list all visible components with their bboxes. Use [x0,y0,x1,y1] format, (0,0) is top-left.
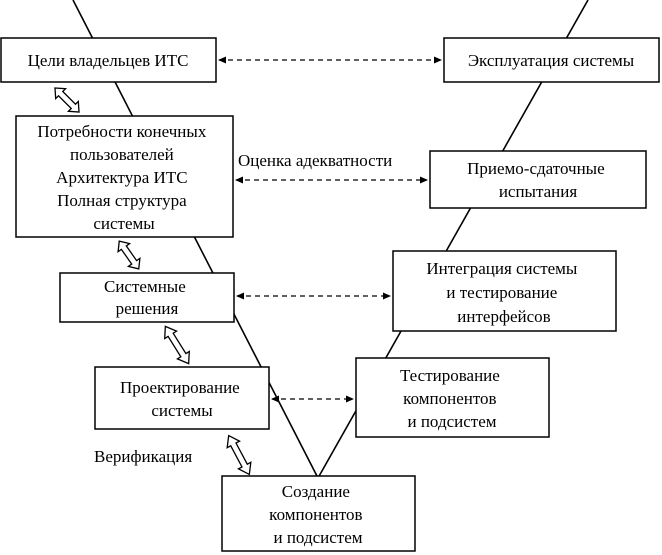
system-design-box [94,366,270,430]
design-creation-connector-arrow [226,434,252,476]
components-creation-box [221,475,416,552]
goals-text: Цели владельцев ИТС [28,51,189,70]
adequacy-label: Оценка адекватности [238,151,392,170]
system-design-text: Проектирование системы [120,378,244,420]
system-solutions-box [59,272,235,323]
needs-box [15,115,234,238]
operation-text: Эксплуатация системы [468,51,635,70]
verification-label: Верификация [94,447,192,466]
acceptance-text: Приемо-сдаточные испытания [467,159,609,201]
goals-box [0,37,217,83]
integration-text: Интеграция системы и тестирование интерф… [426,259,581,326]
solutions-design-connector-arrow [163,325,191,365]
components-creation-text: Создание компонентов и подсистем [269,482,367,547]
integration-box [392,250,617,332]
needs-text: Потребности конечных пользователей Архит… [37,122,210,233]
acceptance-box [429,150,647,209]
goals-needs-connector-arrow [54,87,80,113]
component-testing-text: Тестирование компонентов и подсистем [400,366,504,431]
component-testing-box [355,357,550,438]
system-solutions-text: Системные решения [104,277,190,318]
operation-box [443,37,660,83]
needs-solutions-connector-arrow [117,240,141,270]
